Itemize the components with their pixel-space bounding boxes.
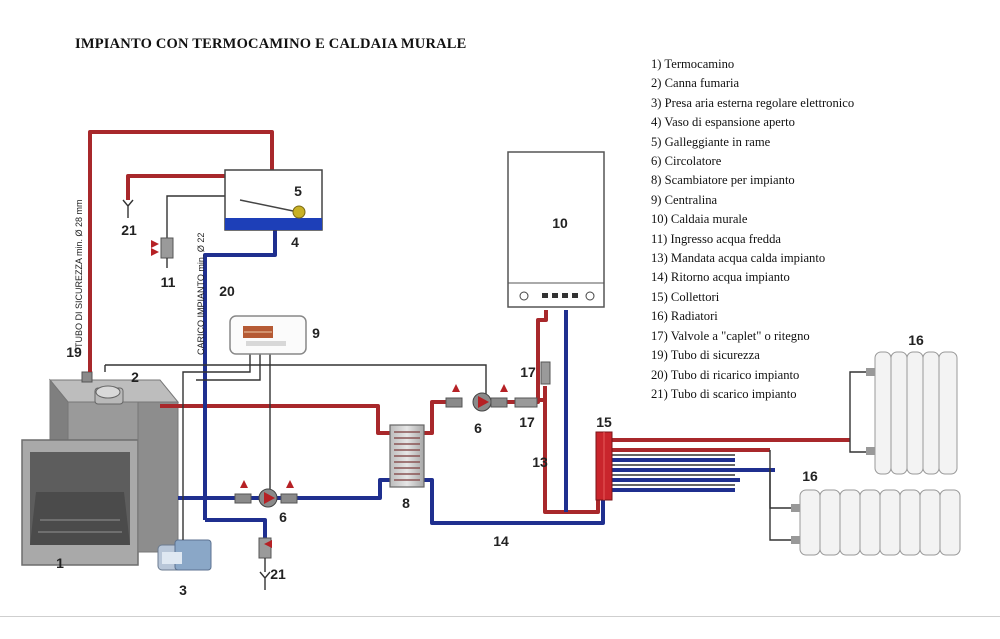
radiator-top bbox=[866, 351, 958, 475]
inlet-valve bbox=[151, 237, 174, 268]
legend-item: 16) Radiatori bbox=[651, 309, 718, 324]
label-8: 8 bbox=[402, 495, 410, 511]
legend-item: 2) Canna fumaria bbox=[651, 76, 740, 91]
label-15: 15 bbox=[596, 414, 612, 430]
label-11: 11 bbox=[160, 274, 176, 290]
legend-item: 20) Tubo di ricarico impianto bbox=[651, 367, 800, 382]
legend-item: 5) Galleggiante in rame bbox=[651, 134, 771, 149]
label-1: 1 bbox=[56, 555, 64, 571]
label-6-cold: 6 bbox=[279, 509, 287, 525]
heat-exchanger bbox=[389, 424, 425, 488]
check-valve-vertical bbox=[540, 361, 551, 385]
drain-valve bbox=[258, 537, 272, 590]
legend-item: 1) Termocamino bbox=[651, 57, 735, 71]
legend-item: 8) Scambiatore per impianto bbox=[651, 173, 795, 188]
label-19: 19 bbox=[66, 344, 82, 360]
legend-item: 9) Centralina bbox=[651, 192, 718, 207]
label-21-top: 21 bbox=[121, 222, 137, 238]
legend-item: 11) Ingresso acqua fredda bbox=[651, 231, 781, 246]
legend-item: 19) Tubo di sicurezza bbox=[651, 348, 760, 363]
legend-item: 21) Tubo di scarico impianto bbox=[651, 386, 797, 401]
label-20: 20 bbox=[219, 283, 235, 299]
drain-top bbox=[122, 199, 134, 218]
check-valve-horizontal bbox=[514, 397, 538, 408]
label-17-vertical: 17 bbox=[520, 364, 536, 380]
fill-pipe-label: CARICO IMPIANTO min. Ø 22 bbox=[196, 232, 206, 355]
label-2: 2 bbox=[131, 369, 139, 385]
label-17-horizontal: 17 bbox=[519, 414, 535, 430]
label-9: 9 bbox=[312, 325, 320, 341]
legend: 1) Termocamino 2) Canna fumaria 3) Presa… bbox=[651, 55, 854, 404]
legend-item: 14) Ritorno acqua impianto bbox=[651, 270, 790, 285]
label-14: 14 bbox=[493, 533, 509, 549]
label-3: 3 bbox=[179, 582, 187, 598]
cold-pipes bbox=[178, 230, 775, 538]
legend-item: 3) Presa aria esterna regolare elettroni… bbox=[651, 95, 855, 110]
legend-item: 15) Collettori bbox=[651, 289, 720, 304]
label-5: 5 bbox=[294, 183, 302, 199]
control-lines bbox=[104, 195, 875, 541]
pump-hot bbox=[445, 384, 508, 412]
legend-item: 6) Circolatore bbox=[651, 154, 722, 169]
bottom-divider bbox=[0, 616, 1000, 617]
label-16-top: 16 bbox=[908, 332, 924, 348]
label-16-bottom: 16 bbox=[802, 468, 818, 484]
air-intake bbox=[157, 539, 212, 571]
diagram-title: IMPIANTO CON TERMOCAMINO E CALDAIA MURAL… bbox=[75, 36, 467, 52]
hot-pipes bbox=[88, 130, 850, 514]
legend-item: 10) Caldaia murale bbox=[651, 212, 748, 227]
legend-item: 17) Valvole a "caplet" o ritegno bbox=[651, 328, 810, 343]
control-unit bbox=[229, 315, 307, 355]
label-21-bottom: 21 bbox=[270, 566, 286, 582]
safety-pipe-label: TUBO DI SICUREZZA min. Ø 28 mm bbox=[74, 199, 84, 348]
label-10: 10 bbox=[552, 215, 568, 231]
legend-item: 13) Mandata acqua calda impianto bbox=[651, 251, 826, 266]
fireplace bbox=[21, 371, 180, 566]
wall-boiler bbox=[507, 151, 605, 308]
radiator-bottom bbox=[791, 489, 961, 556]
legend-item: 4) Vaso di espansione aperto bbox=[651, 115, 795, 130]
label-6-hot: 6 bbox=[474, 420, 482, 436]
collector bbox=[595, 431, 613, 501]
label-13: 13 bbox=[532, 454, 548, 470]
pump-cold bbox=[234, 480, 298, 508]
expansion-tank bbox=[224, 169, 323, 231]
label-4: 4 bbox=[291, 234, 299, 250]
